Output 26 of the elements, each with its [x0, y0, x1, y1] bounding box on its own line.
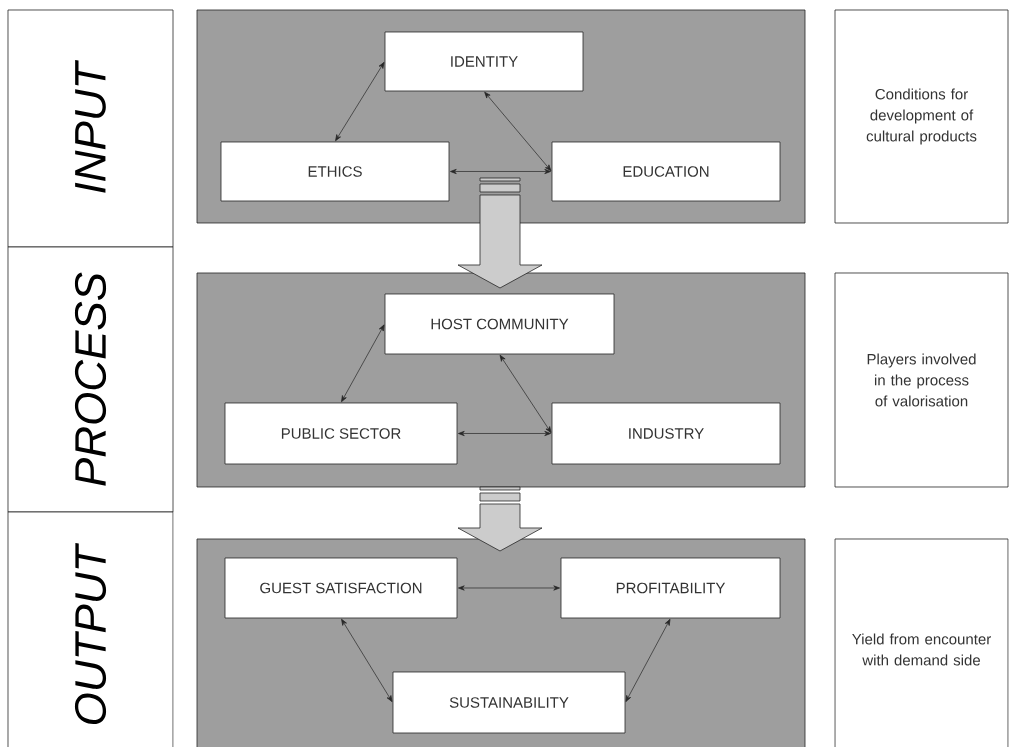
block-arrow [457, 177, 543, 289]
concept-box: GUEST SATISFACTION [224, 557, 458, 619]
concept-box: IDENTITY [384, 31, 584, 92]
double-arrow [458, 430, 551, 437]
concept-box: SUSTAINABILITY [392, 671, 626, 734]
double-arrow [341, 324, 385, 403]
double-arrow [335, 62, 385, 142]
double-arrow [458, 585, 560, 591]
concept-box: PROFITABILITY [560, 557, 781, 619]
stage-label-cell: PROCESS [7, 246, 174, 513]
double-arrow [499, 354, 552, 433]
description-box: Players involved in the process of valorisation [834, 272, 1009, 488]
double-arrow [484, 91, 552, 172]
description-box: Conditions for development of cultural products [834, 9, 1009, 224]
double-arrow [625, 618, 671, 702]
concept-box: INDUSTRY [551, 402, 781, 465]
double-arrow [450, 168, 551, 175]
concept-box: HOST COMMUNITY [384, 293, 615, 355]
stage-label-cell: OUTPUT [7, 511, 174, 747]
stage-label-cell: INPUT [7, 9, 174, 248]
concept-box: ETHICS [220, 141, 450, 202]
description-box: Yield from encounter with demand side [834, 538, 1009, 747]
concept-box: PUBLIC SECTOR [224, 402, 458, 465]
double-arrow [341, 618, 393, 702]
block-arrow [457, 486, 543, 552]
concept-box: EDUCATION [551, 141, 781, 202]
